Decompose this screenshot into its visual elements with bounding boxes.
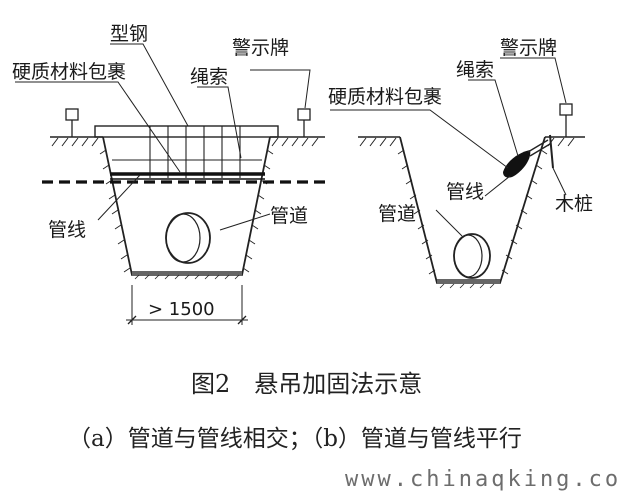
label-rope-a: 绳索 <box>190 66 228 88</box>
label-steel: 型钢 <box>110 23 148 45</box>
warning-sign-left-a <box>65 108 79 137</box>
ground-left-b <box>358 136 400 147</box>
cable-a <box>110 172 265 180</box>
label-hard-wrap-a: 硬质材料包裹 <box>12 61 126 83</box>
diagram-a: 型钢 警示牌 硬质材料包裹 绳索 管线 管道 > 1500 <box>12 23 328 325</box>
label-warning-sign-a: 警示牌 <box>232 37 289 59</box>
label-rope-b: 绳索 <box>456 59 494 81</box>
trench-a <box>99 136 274 280</box>
warning-sign-b <box>559 103 573 137</box>
label-cable-b: 管线 <box>446 181 484 203</box>
diagram-b: 警示牌 绳索 硬质材料包裹 管线 管道 木桩 <box>328 37 593 289</box>
steel-beam-a <box>94 125 279 178</box>
leaders-a <box>15 43 311 231</box>
label-pipe-b: 管道 <box>378 203 416 225</box>
ground-right-a <box>270 136 325 147</box>
pipe-b <box>453 233 491 279</box>
label-warning-sign-b: 警示牌 <box>500 37 557 59</box>
pipe-a <box>165 212 211 264</box>
dimension-a: > 1500 <box>126 285 248 325</box>
cable-b <box>503 150 531 178</box>
leaders-b <box>330 57 567 237</box>
watermark-text: www.chinaqking.com <box>345 467 617 492</box>
caption-subtitle: （a）管道与管线相交；（b）管道与管线平行 <box>68 426 522 452</box>
label-hard-wrap-b: 硬质材料包裹 <box>328 86 442 108</box>
label-pipe-a: 管道 <box>270 205 308 227</box>
warning-sign-right-a <box>297 108 311 137</box>
label-cable-a: 管线 <box>48 219 86 241</box>
dimension-label: > 1500 <box>148 299 215 320</box>
label-stake: 木桩 <box>555 193 593 215</box>
trench-b <box>397 136 548 289</box>
stake-b <box>527 134 554 169</box>
ground-left-a <box>50 136 103 147</box>
caption-title: 图2 悬吊加固法示意 <box>191 370 422 398</box>
